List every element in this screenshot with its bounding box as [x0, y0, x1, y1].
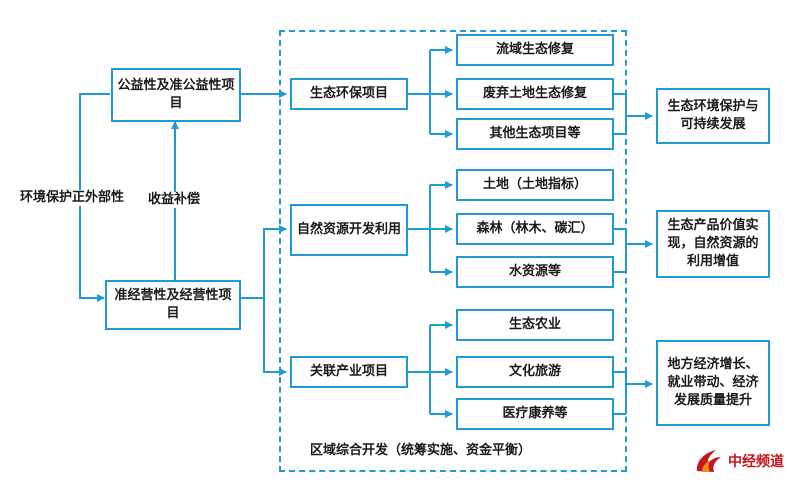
- sub-item-land: 土地（土地指标）: [456, 169, 614, 201]
- flame-logo-icon: [696, 450, 721, 472]
- sub-item-wasteland: 废弃土地生态修复: [456, 78, 614, 110]
- sub-item-culture-tourism: 文化旅游: [456, 356, 614, 388]
- brand-logo: 中经频道: [694, 446, 798, 476]
- sub-item-other-eco: 其他生态项目等: [456, 118, 614, 150]
- commercial-to-resource-arrow: [263, 225, 287, 298]
- compensation-label: 收益补偿: [148, 192, 201, 208]
- externality-label: 环境保护正外部性: [20, 190, 125, 206]
- regional-development-region: [279, 30, 627, 472]
- commercial-project-box: 准经营性及经营性项目: [105, 280, 241, 330]
- resource-project-box: 自然资源开发利用: [290, 204, 408, 256]
- outcome-eco-box: 生态环境保护与可持续发展: [656, 88, 770, 144]
- commercial-to-industry-arrow: [263, 298, 287, 376]
- outcome-industry-box: 地方经济增长、就业带动、经济发展质量提升: [656, 340, 770, 426]
- outcome-resource-box: 生态产品价值实现，自然资源的利用增值: [656, 210, 770, 278]
- brand-logo-text: 中经频道: [728, 454, 784, 470]
- sub-item-health-care: 医疗康养等: [456, 398, 614, 430]
- sub-item-forest: 森林（林木、碳汇）: [456, 213, 614, 245]
- sub-item-water: 水资源等: [456, 256, 614, 288]
- industry-project-box: 关联产业项目: [290, 356, 408, 388]
- region-label: 区域综合开发（统筹实施、资金平衡）: [310, 443, 532, 458]
- sub-item-eco-agriculture: 生态农业: [456, 309, 614, 341]
- eco-project-box: 生态环保项目: [290, 78, 408, 110]
- public-project-box: 公益性及准公益性项目: [111, 68, 241, 122]
- sub-item-watershed: 流域生态修复: [456, 34, 614, 66]
